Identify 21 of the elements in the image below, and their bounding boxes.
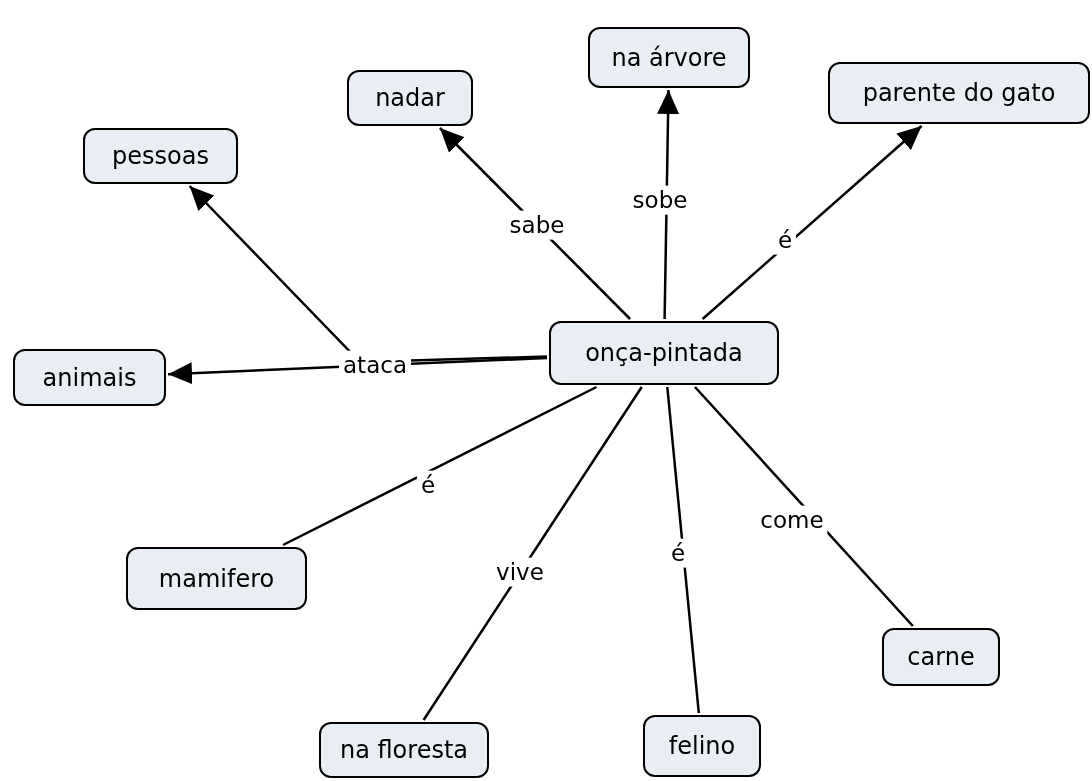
concept-box: [828, 62, 1090, 124]
concept-box: [643, 715, 761, 777]
concept-box: [588, 27, 750, 88]
concept-box: [13, 349, 166, 406]
concept-box: [126, 547, 307, 610]
concept-text: animais: [42, 362, 137, 393]
concept-text: pessoas: [112, 141, 209, 171]
arrow: [701, 125, 923, 320]
concept-box: [319, 722, 489, 778]
concept-text: mamifero: [158, 563, 275, 594]
concept-text: nadar: [375, 83, 445, 113]
concept-text: na floresta: [339, 735, 469, 765]
concept-box: [83, 128, 238, 184]
concept-text: carne: [907, 642, 975, 672]
concept-box: [347, 70, 473, 126]
concept-text: parente do gato: [862, 78, 1056, 108]
concept-text: na árvore: [611, 42, 727, 73]
concept-text: onça-pintada: [585, 338, 743, 368]
concept-text: felino: [668, 731, 736, 761]
concept-box: [882, 628, 1000, 686]
concept-box: [549, 321, 779, 385]
